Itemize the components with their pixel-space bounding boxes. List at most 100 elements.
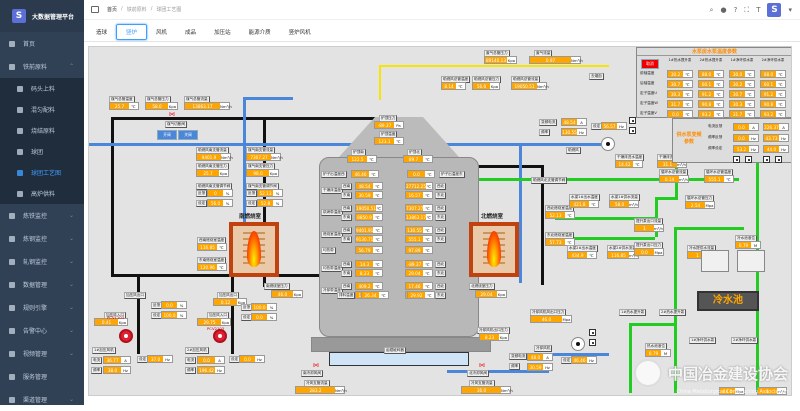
stop-button[interactable] xyxy=(629,127,636,134)
vfd-row-label: 电流反馈 xyxy=(708,124,723,128)
label: 冷却风机 xyxy=(534,345,553,352)
sidebar-item-pellet-process[interactable]: 球团工艺图 xyxy=(0,162,84,183)
breadcrumb-raw[interactable]: 铁前原料 xyxy=(126,7,147,13)
air-fan-icon[interactable] xyxy=(601,137,615,151)
sidebar-item-pellet[interactable]: 球团 xyxy=(0,141,84,162)
vfd-control-button[interactable] xyxy=(745,156,752,163)
tab-product[interactable]: 成品 xyxy=(185,29,197,36)
fullscreen-icon[interactable]: ⛶ xyxy=(744,5,750,14)
pump-temp-value: 31.7℃ xyxy=(729,110,755,118)
label: 东南 xyxy=(341,236,353,243)
caret-down-icon[interactable]: ▾ xyxy=(788,6,792,14)
cancel-button[interactable]: 取消 xyxy=(641,59,659,69)
pump-column-header: 2#热水提升泵 xyxy=(699,58,723,62)
github-icon[interactable]: ● xyxy=(720,6,727,14)
blower2-valve-set[interactable]: 0.0% xyxy=(251,313,277,321)
sidebar-item-raw-material[interactable]: 铁前原料⌃ xyxy=(0,55,84,78)
tab-furnace-fan[interactable]: 竖炉风机 xyxy=(288,29,311,36)
sidebar-item-data[interactable]: 数据管理⌄ xyxy=(0,273,84,296)
vfd-control-button[interactable] xyxy=(763,156,770,163)
sidebar-item-dock[interactable]: 码头上料 xyxy=(0,78,84,99)
sidebar-item-service[interactable]: 服务管理 xyxy=(0,365,84,388)
sidebar-item-rules[interactable]: 规则引擎⌄ xyxy=(0,296,84,319)
blower1-valve-fb: 0.0% xyxy=(161,301,187,309)
search-icon[interactable]: ⌕ xyxy=(709,5,714,14)
pump-temp-value: 0.0℃ xyxy=(667,110,693,118)
open-valve-button[interactable]: 开阀 xyxy=(157,130,177,140)
pump-temp-value: 30.2℃ xyxy=(729,80,755,88)
label: 西南 xyxy=(341,261,353,268)
water-pipe xyxy=(469,178,739,181)
north-cool-valve-icon[interactable]: ⋈ xyxy=(479,362,485,369)
breadcrumb-home[interactable]: 首页 xyxy=(107,7,118,13)
start-button[interactable] xyxy=(629,117,636,124)
sidebar-item-sinter[interactable]: 烧结原料 xyxy=(0,120,84,141)
sidebar-item-channel[interactable]: 渠道管理⌄ xyxy=(0,388,84,411)
pump-temp-value: 88.0℃ xyxy=(760,70,786,78)
cool-fan-icon[interactable] xyxy=(571,337,585,351)
south-cool-valve-icon[interactable]: ⋈ xyxy=(313,362,319,369)
label: 炉子出温度西 xyxy=(321,171,347,178)
blower-1-icon[interactable] xyxy=(119,329,133,343)
close-valve-button[interactable]: 关阀 xyxy=(178,130,198,140)
pump-temp-value: 30.3℃ xyxy=(667,90,693,98)
sidebar-item-steelmaking[interactable]: 炼钢监控⌄ xyxy=(0,227,84,250)
tab-shaft-furnace[interactable]: 竖炉 xyxy=(116,23,148,40)
sidebar-item-rolling[interactable]: 轧钢监控⌄ xyxy=(0,250,84,273)
south-east-temp: 120.96℃ xyxy=(197,263,227,271)
vfd-control-button[interactable] xyxy=(733,156,740,163)
water-pipe xyxy=(555,217,655,220)
sidebar-item-video[interactable]: 视频管理⌄ xyxy=(0,342,84,365)
help-icon[interactable]: ? xyxy=(733,6,738,14)
sidebar-item-bf-feed[interactable]: 高炉供料 xyxy=(0,183,84,204)
app-logo[interactable]: S 大数据管理平台 xyxy=(0,0,84,32)
south-air-valve-set[interactable]: 56.0% xyxy=(207,199,233,207)
vfd-control-button[interactable] xyxy=(775,156,782,163)
start-button[interactable] xyxy=(589,329,596,336)
pump-temp-value: 60.1℃ xyxy=(698,80,724,88)
blower1-valve-set[interactable]: 100.0% xyxy=(161,311,187,319)
tab-fan[interactable]: 风机 xyxy=(156,29,168,36)
font-size-icon[interactable]: T xyxy=(756,6,761,14)
pump-temp-value: 31.7℃ xyxy=(667,100,693,108)
bed-northeast: 13863.17℃ xyxy=(405,213,433,221)
menu-toggle-icon[interactable] xyxy=(91,6,99,13)
sidebar-item-home[interactable]: 首页 xyxy=(0,32,84,55)
gas-shutoff-valve-icon[interactable]: ⋈ xyxy=(169,111,175,118)
blower-2-icon[interactable] xyxy=(213,329,227,343)
sidebar-item-blending[interactable]: 混匀配料 xyxy=(0,99,84,120)
cool-air-pipe xyxy=(529,353,609,356)
pump-row-label: 定子温度W xyxy=(640,101,658,105)
sidebar-item-ironmaking[interactable]: 炼铁监控⌄ xyxy=(0,204,84,227)
stop-button[interactable] xyxy=(589,339,596,346)
sidebar-item-alarm[interactable]: 告警中心⌄ xyxy=(0,319,84,342)
avatar[interactable]: S xyxy=(767,3,782,17)
air-northwest: 130.55℃ xyxy=(405,226,433,234)
label: 频率 xyxy=(185,367,197,374)
tab-energy[interactable]: 能源介质 xyxy=(248,29,271,36)
row-a-west: 46.46℃ xyxy=(351,170,379,178)
pump-temp-value: 93.2℃ xyxy=(760,110,786,118)
pump-row-label: 定子温度U xyxy=(640,91,658,95)
tab-pressure-station[interactable]: 加压站 xyxy=(214,29,231,36)
label: 西北 xyxy=(435,183,447,190)
south-gas-valve-set[interactable]: 52.8% xyxy=(257,199,283,207)
tab-pelletizing[interactable]: 造球 xyxy=(96,29,108,36)
